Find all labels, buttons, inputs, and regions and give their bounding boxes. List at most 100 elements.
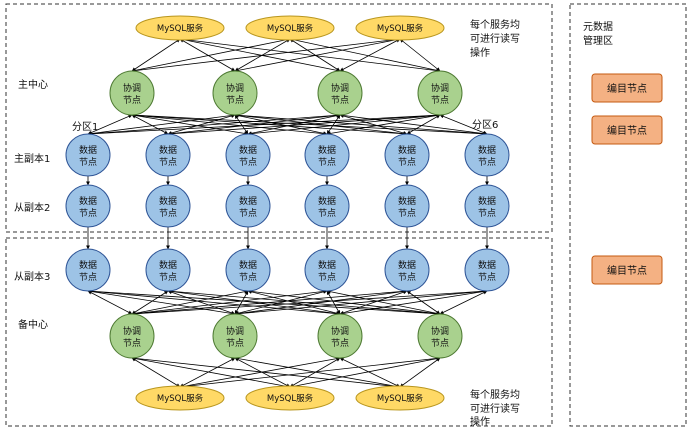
node-label: 节点: [478, 157, 496, 168]
main-center-note-line2: 可进行读写: [470, 32, 520, 45]
node-label: MySQL服务: [267, 23, 314, 34]
connection-arrow: [339, 357, 401, 388]
node-label: 节点: [398, 157, 416, 168]
node-label: 节点: [331, 338, 349, 349]
node-label: MySQL服务: [157, 23, 204, 34]
backup-center-label: 备中心: [18, 318, 48, 331]
mysql-service-node: MySQL服务: [135, 385, 225, 411]
connection-arrow: [234, 290, 249, 315]
node-label: 数据: [398, 259, 416, 271]
node-label: 协调: [331, 325, 349, 337]
connection-arrow: [179, 38, 236, 72]
node-label: MySQL服务: [377, 393, 424, 404]
node-label: 数据: [239, 195, 257, 207]
node-label: 数据: [159, 144, 177, 156]
connection-arrow: [326, 290, 341, 315]
partition-first-label: 分区1: [72, 121, 98, 133]
node-label: 数据: [239, 144, 257, 156]
connection-arrow: [179, 357, 236, 388]
node-label: MySQL服务: [267, 393, 314, 404]
backup-center-region: [5, 237, 553, 427]
catalog-node: 编目节点: [591, 73, 663, 103]
node-label: 节点: [79, 157, 97, 168]
main-center-note-line1: 每个服务均: [470, 18, 520, 31]
node-label: 协调: [226, 325, 244, 337]
main-center-label: 主中心: [18, 78, 48, 91]
node-label: 节点: [239, 272, 257, 283]
node-label: 节点: [331, 95, 349, 106]
connection-arrow: [234, 38, 291, 72]
node-label: 节点: [226, 95, 244, 106]
node-label: 节点: [159, 157, 177, 168]
connection-arrow: [167, 290, 236, 315]
connection-arrow: [179, 356, 441, 389]
node-label: 数据: [79, 144, 97, 156]
mysql-service-node: MySQL服务: [135, 15, 225, 41]
backup-center-note-line3: 操作: [470, 415, 490, 428]
connection-arrow: [399, 38, 441, 72]
slave-replica-3-label: 从副本3: [14, 270, 50, 283]
node-label: 节点: [478, 272, 496, 283]
node-label: 节点: [79, 208, 97, 219]
node-label: 节点: [123, 95, 141, 106]
node-label: 数据: [318, 259, 336, 271]
node-label: 节点: [478, 208, 496, 219]
node-label: 数据: [159, 259, 177, 271]
partition-last-label: 分区6: [472, 119, 498, 131]
node-label: 节点: [318, 157, 336, 168]
node-label: 数据: [318, 195, 336, 207]
connection-arrow: [439, 114, 488, 135]
main-center-region: [5, 3, 553, 233]
backup-center-note-line1: 每个服务均: [470, 388, 520, 401]
node-label: 节点: [226, 338, 244, 349]
node-label: 数据: [79, 259, 97, 271]
node-label: 协调: [123, 82, 141, 94]
node-label: 节点: [398, 208, 416, 219]
catalog-node: 编目节点: [591, 115, 663, 145]
node-label: 节点: [431, 338, 449, 349]
node-label: 数据: [239, 259, 257, 271]
catalog-node-label: 编目节点: [607, 124, 647, 137]
node-label: 协调: [431, 82, 449, 94]
node-label: MySQL服务: [377, 23, 424, 34]
connection-arrow: [234, 114, 249, 135]
node-label: 节点: [159, 272, 177, 283]
node-label: 数据: [318, 144, 336, 156]
node-label: 数据: [478, 195, 496, 207]
node-label: 节点: [159, 208, 177, 219]
node-label: 节点: [239, 208, 257, 219]
node-label: 数据: [398, 144, 416, 156]
catalog-node-label: 编目节点: [607, 82, 647, 95]
node-label: 协调: [331, 82, 349, 94]
node-label: 节点: [123, 338, 141, 349]
node-label: 节点: [318, 272, 336, 283]
node-label: 数据: [79, 195, 97, 207]
metadata-title-line2: 管理区: [583, 34, 613, 47]
connection-arrow: [406, 114, 441, 135]
node-label: MySQL服务: [157, 393, 204, 404]
node-label: 协调: [226, 82, 244, 94]
backup-center-note-line2: 可进行读写: [470, 402, 520, 415]
connection-arrow: [131, 289, 488, 316]
connection-lines: [86, 37, 489, 389]
